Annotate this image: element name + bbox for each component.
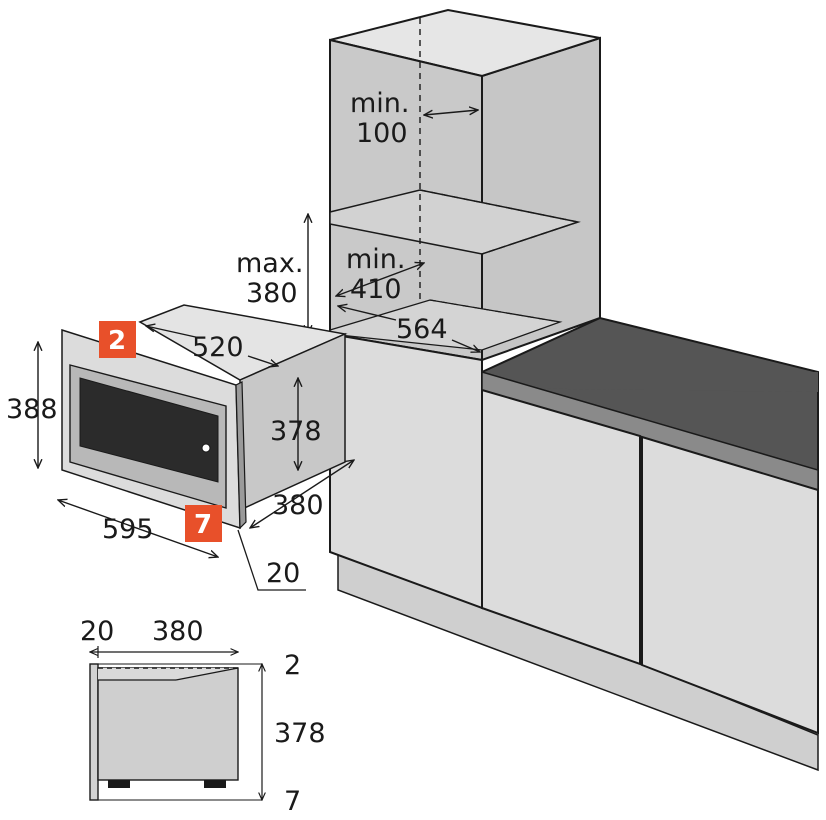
side-body-top	[98, 668, 238, 680]
microwave-screen	[79, 377, 219, 483]
side-label-depth-380: 380	[152, 616, 204, 647]
column-dimensions: min. 100 min. 410 max. 380 564	[236, 88, 480, 352]
side-label-frame-20: 20	[80, 616, 114, 647]
label-max-380-line1: max.	[236, 248, 303, 279]
badge-bottom	[185, 505, 222, 542]
label-height-388: 388	[6, 394, 58, 425]
microwave-frame-edge	[235, 381, 247, 530]
label-frame-20: 20	[266, 558, 300, 589]
badge-bottom-label: 7	[194, 510, 212, 540]
label-min-100-line2: 100	[356, 118, 408, 149]
microwave-isometric	[61, 304, 348, 530]
base-cabinet-door-2	[641, 435, 819, 735]
side-foot-back	[204, 780, 226, 788]
label-depth-564: 564	[396, 314, 448, 345]
label-body-depth-380: 380	[272, 490, 324, 521]
side-view: 20 380 2 378 7	[80, 616, 326, 817]
side-label-height-378: 378	[274, 718, 326, 749]
label-min-100-line1: min.	[350, 88, 410, 119]
side-frame-plate	[89, 663, 99, 801]
microwave-dimensions: 388 595 520 378 380 20 2 7	[6, 321, 354, 591]
worktop-edge	[482, 372, 818, 392]
side-label-top-gap-2: 2	[284, 650, 301, 681]
side-label-bottom-gap-7: 7	[284, 786, 301, 817]
badge-top-label: 2	[108, 326, 126, 356]
label-depth-520: 520	[192, 332, 244, 363]
label-min-410-line1: min.	[346, 244, 406, 275]
recess-shelf	[329, 189, 581, 255]
door-knob-icon	[201, 443, 211, 453]
side-foot-front	[108, 780, 130, 788]
kitchen-furniture	[329, 8, 819, 772]
label-min-410-line2: 410	[350, 274, 402, 305]
side-body	[97, 667, 239, 781]
base-cabinet-door-1	[481, 388, 641, 666]
label-max-380-line2: 380	[246, 278, 298, 309]
label-width-595: 595	[102, 514, 154, 545]
badge-top	[99, 321, 136, 358]
label-body-height-378: 378	[270, 416, 322, 447]
